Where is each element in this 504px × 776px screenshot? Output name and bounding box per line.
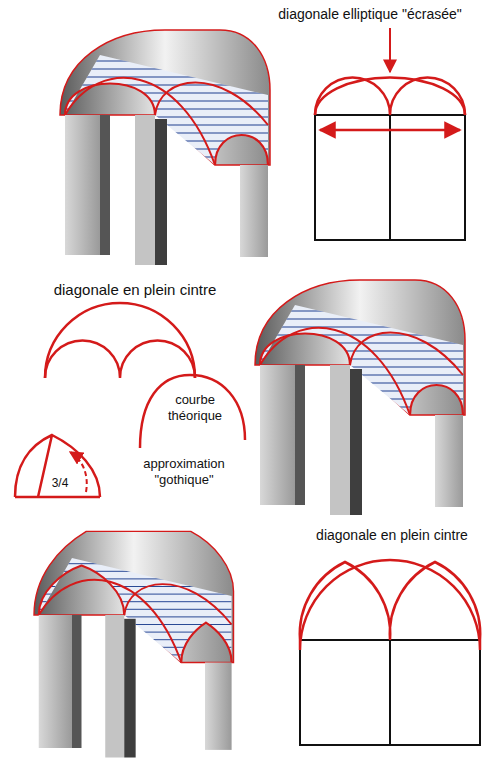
elevation-elliptic xyxy=(315,28,465,240)
gothic-approximation xyxy=(15,435,100,497)
theoretical-curve xyxy=(140,375,245,448)
groin-vault xyxy=(255,280,467,515)
caption-label: courbe théorique xyxy=(158,392,232,425)
arc-profile xyxy=(45,303,195,378)
elevation-pointed xyxy=(300,560,480,745)
groin-vault xyxy=(60,30,272,265)
gothic-vault xyxy=(34,531,235,757)
caption-label: diagonale en plein cintre xyxy=(292,527,492,545)
caption-label: diagonale en plein cintre xyxy=(30,281,240,300)
caption-label: diagonale elliptique "écrasée" xyxy=(245,6,495,24)
caption-label: approximation "gothique" xyxy=(128,456,240,489)
ratio-label: 3/4 xyxy=(47,476,73,491)
